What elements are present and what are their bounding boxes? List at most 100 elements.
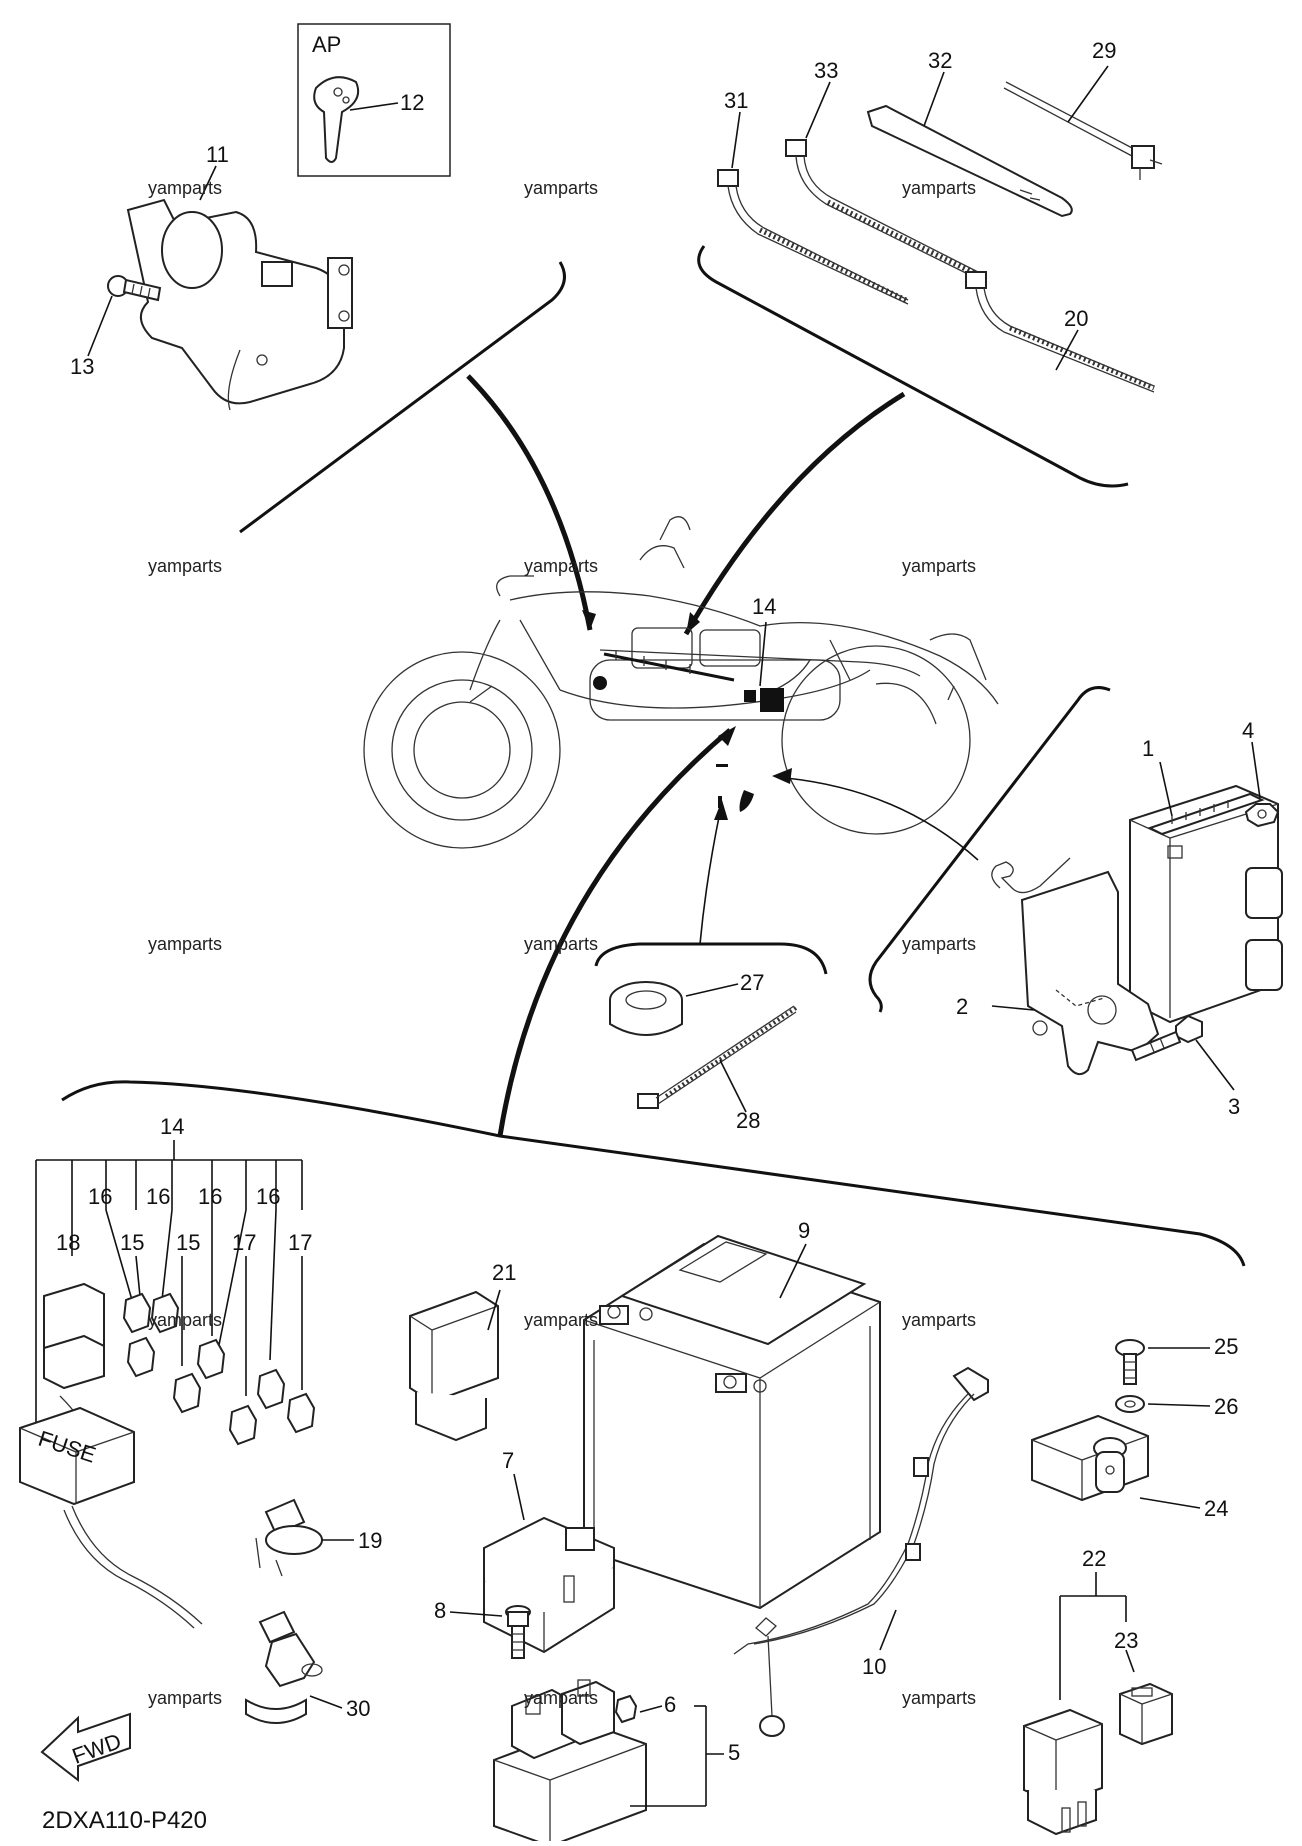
main-switch-part <box>126 198 353 411</box>
group-bracket-bottom <box>61 1080 1246 1267</box>
callout-32: 32 <box>928 48 952 73</box>
watermark: yamparts <box>902 1310 976 1330</box>
cable-tie-32 <box>866 104 1073 218</box>
callout-27: 27 <box>740 970 764 995</box>
cdi-unit <box>1129 784 1283 1024</box>
bracket-5 <box>630 1705 724 1807</box>
wire-clip-19 <box>255 1498 323 1577</box>
blade-fuses <box>122 1292 316 1446</box>
watermark: yamparts <box>902 1688 976 1708</box>
watermark: yamparts <box>902 556 976 576</box>
fuse-holder-18 <box>43 1282 105 1437</box>
key-icon <box>313 76 360 163</box>
callout-11: 11 <box>206 142 229 167</box>
mounting-bracket <box>991 857 1160 1076</box>
coupler-24 <box>1031 1414 1149 1502</box>
starter-relay-7 <box>483 1516 615 1654</box>
callout-9: 9 <box>798 1218 810 1243</box>
group-bracket-top-left <box>239 261 566 534</box>
callout-20: 20 <box>1064 306 1088 331</box>
callout-30: 30 <box>346 1696 370 1721</box>
leader-top-right <box>683 391 906 636</box>
callout-12: 12 <box>400 90 424 115</box>
callout-14-bike: 14 <box>752 594 776 619</box>
callout-26: 26 <box>1214 1394 1238 1419</box>
watermark: yamparts <box>902 934 976 954</box>
group-bracket-center <box>594 942 828 975</box>
callout-31: 31 <box>724 88 748 113</box>
wire-clip-30 <box>245 1610 323 1724</box>
connector-23 <box>1119 1682 1173 1746</box>
watermark: yamparts <box>148 1688 222 1708</box>
diagram-code: 2DXA110-P420 <box>42 1807 207 1834</box>
battery-9 <box>583 1234 881 1610</box>
relay-22 <box>1023 1708 1103 1836</box>
callout-33: 33 <box>814 58 838 83</box>
fuse-box: FUSE <box>19 1406 203 1629</box>
tree-22 <box>1059 1572 1135 1700</box>
callout-21: 21 <box>492 1260 516 1285</box>
nut-4 <box>1244 803 1280 828</box>
callout-17-b: 17 <box>288 1230 312 1255</box>
forward-arrow-icon: FWD <box>40 1712 131 1783</box>
battery-lead-10 <box>733 1366 989 1737</box>
watermark: yamparts <box>524 1688 598 1708</box>
callout-5: 5 <box>728 1740 740 1765</box>
callout-15-b: 15 <box>176 1230 200 1255</box>
cable-tie-29 <box>1003 81 1163 180</box>
callout-16-d: 16 <box>256 1184 280 1209</box>
screw-25 <box>1115 1339 1145 1385</box>
leader-top-left <box>466 374 593 631</box>
fuse-tree-lines <box>35 1140 303 1424</box>
clamp-band-27 <box>609 981 683 1036</box>
fuse-6 <box>614 1694 638 1724</box>
motorcycle-outline <box>363 516 999 849</box>
watermark: yamparts <box>524 178 598 198</box>
bolt-8 <box>505 1605 531 1659</box>
relay-21 <box>409 1290 499 1442</box>
callout-6: 6 <box>664 1692 676 1717</box>
callout-23: 23 <box>1114 1628 1138 1653</box>
key-box: AP 12 <box>297 23 451 177</box>
watermark: yamparts <box>148 178 222 198</box>
watermark: yamparts <box>148 934 222 954</box>
callout-28: 28 <box>736 1108 760 1133</box>
watermark: yamparts <box>148 556 222 576</box>
group-bracket-right <box>868 686 1111 1013</box>
callout-4: 4 <box>1242 718 1254 743</box>
group-bracket-top-right <box>697 245 1129 488</box>
watermark: yamparts <box>902 178 976 198</box>
callout-19: 19 <box>358 1528 382 1553</box>
ap-label: AP <box>312 32 341 57</box>
washer-26 <box>1115 1395 1145 1413</box>
fuse-leaders <box>105 1209 303 1396</box>
callout-25: 25 <box>1214 1334 1238 1359</box>
callout-14-fuse: 14 <box>160 1114 184 1139</box>
watermark: yamparts <box>148 1310 222 1330</box>
cable-tie-20 <box>965 271 1155 393</box>
leader-bottom <box>497 728 732 1137</box>
callout-16-a: 16 <box>88 1184 112 1209</box>
callout-1: 1 <box>1142 736 1154 761</box>
cable-tie-28 <box>637 1005 798 1109</box>
watermarks: yamparts yamparts yamparts yamparts yamp… <box>148 178 976 1708</box>
callout-17-a: 17 <box>232 1230 256 1255</box>
screw-13 <box>107 275 162 302</box>
callout-29: 29 <box>1092 38 1116 63</box>
callout-24: 24 <box>1204 1496 1228 1521</box>
starter-relay-assy-5 <box>493 1679 647 1846</box>
watermark: yamparts <box>524 556 598 576</box>
callout-2: 2 <box>956 994 968 1019</box>
callout-8: 8 <box>434 1598 446 1623</box>
cable-tie-31 <box>717 169 909 305</box>
callout-3: 3 <box>1228 1094 1240 1119</box>
callout-22: 22 <box>1082 1546 1106 1571</box>
bolt-3 <box>1130 1014 1203 1062</box>
cable-tie-33 <box>785 139 979 279</box>
callout-18: 18 <box>56 1230 80 1255</box>
callout-15-a: 15 <box>120 1230 144 1255</box>
callout-13: 13 <box>70 354 94 379</box>
callout-10: 10 <box>862 1654 886 1679</box>
